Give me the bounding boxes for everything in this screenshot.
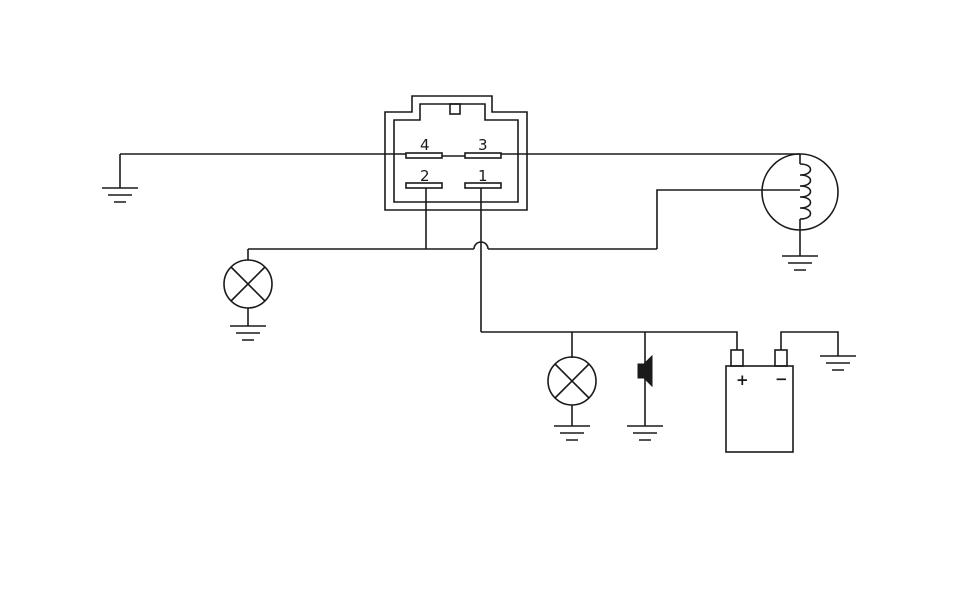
ground-icon: [627, 425, 663, 441]
wire-battery-negative: [780, 331, 839, 356]
wire-coil-lower-lead: [656, 189, 800, 249]
battery-negative-terminal: [774, 349, 788, 367]
pin-1-label: 1: [478, 167, 488, 185]
lamp-icon: [547, 356, 597, 426]
lamp-icon: [223, 259, 273, 326]
battery-negative-label: −: [775, 370, 788, 388]
pin-2-label: 2: [420, 167, 430, 185]
ground-icon: [230, 325, 266, 341]
ground-icon: [782, 255, 818, 271]
horn-icon: [637, 354, 653, 388]
pin-1-slot: [464, 182, 502, 189]
battery-positive-terminal: [730, 349, 744, 367]
wire-bottom-bus: [481, 331, 738, 350]
pin-4-label: 4: [420, 136, 430, 154]
connector-icon: 4 3 2 1: [384, 95, 528, 211]
pin-3-label: 3: [478, 136, 488, 154]
pin-2-slot: [405, 182, 443, 189]
battery-positive-label: +: [736, 371, 749, 389]
wires: [119, 153, 839, 426]
coil-icon: [761, 153, 839, 256]
ground-icon: [102, 187, 138, 203]
ground-icon: [820, 355, 856, 371]
battery-icon: + −: [725, 349, 794, 453]
ground-icon: [554, 425, 590, 441]
